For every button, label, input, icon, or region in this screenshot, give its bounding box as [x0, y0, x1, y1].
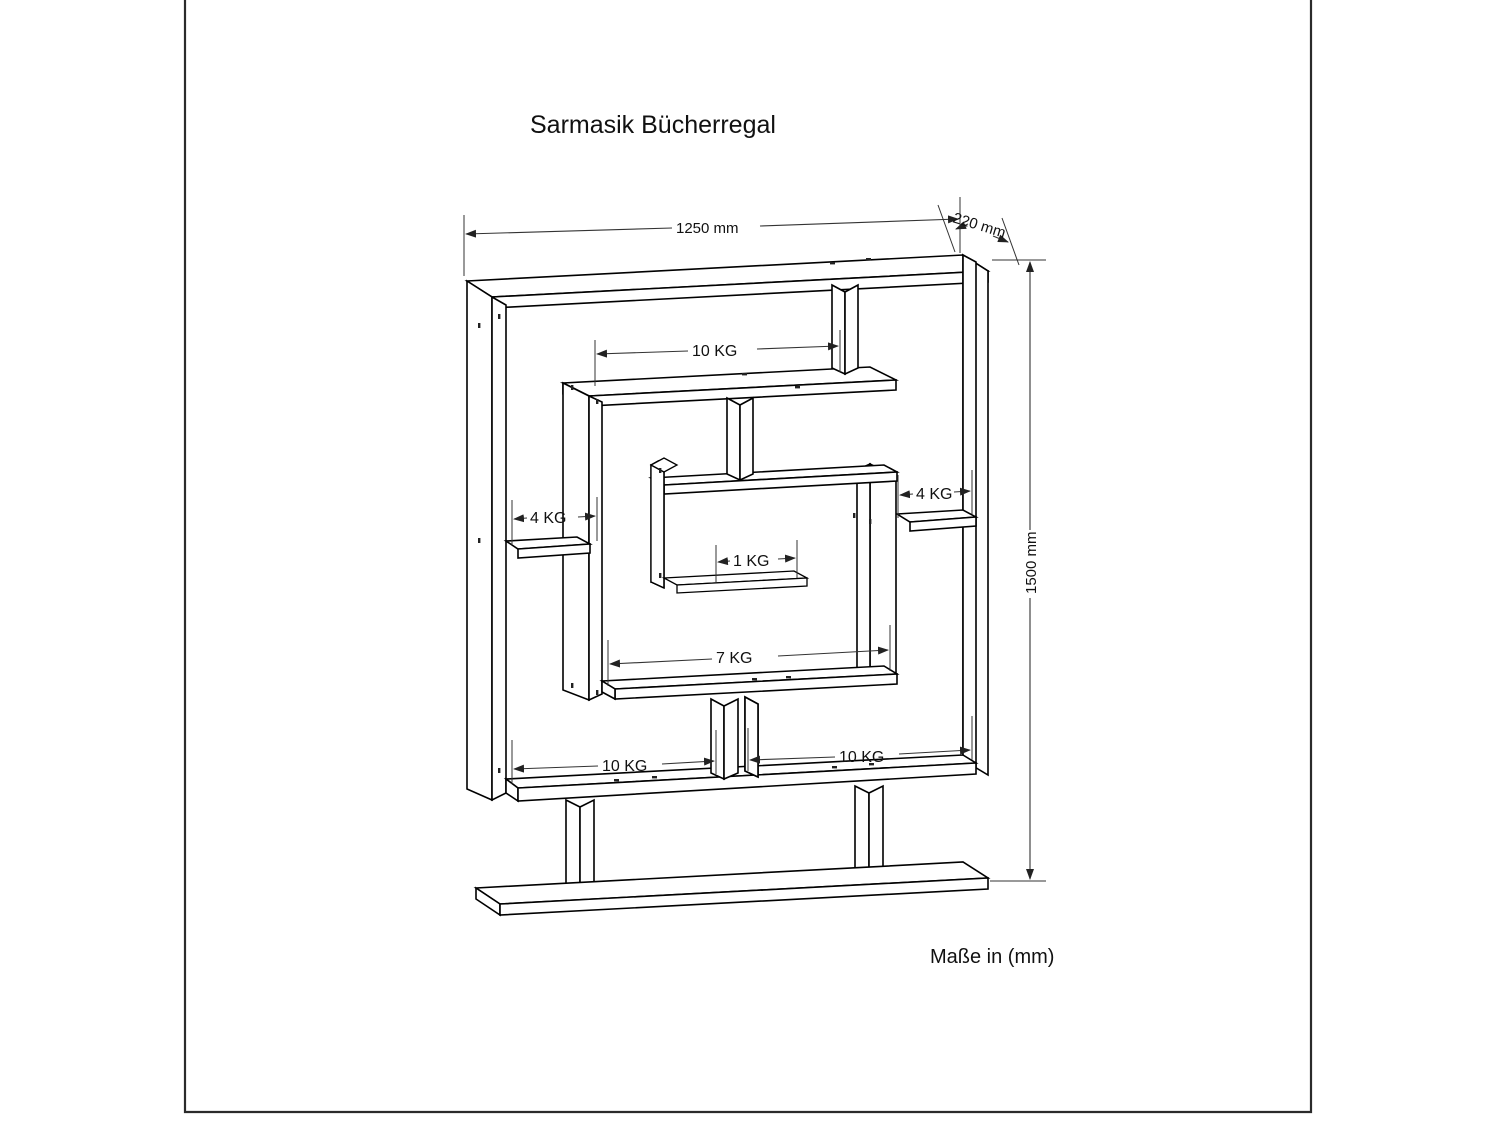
upper-right-divider-front: [831, 283, 846, 376]
load-label-upper-shelf: 10 KG: [594, 330, 841, 386]
plinth-front-edge: [499, 877, 989, 916]
page-border-frame: [183, 0, 1313, 1114]
bottom-shelf-front-band: [517, 762, 977, 802]
load-label-middle-left-text: 4 KG: [530, 510, 566, 527]
dimension-depth-label: 220 mm: [951, 210, 1008, 242]
small-box-frame-lines: [650, 472, 665, 589]
load-label-inner-large-text: 7 KG: [716, 650, 752, 667]
units-caption: Maße in (mm): [930, 946, 1054, 968]
dowel-markers: [478, 258, 874, 782]
mid-upper-divider-side: [739, 396, 754, 482]
load-label-middle-right-text: 4 KG: [916, 486, 952, 503]
left-side-panel-inner: [491, 295, 507, 802]
load-label-bottom-right: 10 KG: [747, 716, 973, 771]
mid-upper-divider-front: [726, 396, 741, 482]
load-label-center-small-text: 1 KG: [733, 553, 769, 570]
load-label-bottom-left-text: 10 KG: [602, 758, 647, 775]
inner-box-right-panel-face: [856, 462, 871, 678]
small-box-outer-left-face: [650, 463, 665, 590]
dimension-width-1250: 1250 mm: [463, 197, 961, 276]
dimension-height-label: 1500 mm: [1023, 531, 1040, 594]
small-box-bottom-shelf-band: [676, 577, 808, 594]
load-label-middle-right: 4 KG: [897, 470, 973, 518]
dimension-width-label: 1250 mm: [676, 220, 739, 237]
inner-box-right-panel-top: [869, 462, 897, 682]
inner-box-bottom-left-edge: [601, 679, 616, 701]
load-label-bottom-right-text: 10 KG: [839, 749, 884, 766]
page-title: Sarmasik Bücherregal: [530, 111, 776, 139]
load-label-upper-shelf-text: 10 KG: [692, 343, 737, 360]
middle-right-shelf-band: [909, 516, 977, 532]
load-label-middle-left: 4 KG: [511, 497, 598, 545]
bottom-divider-side: [723, 697, 739, 781]
base-leg-left-side: [579, 798, 595, 896]
bottom-divider-side-2: [744, 695, 759, 779]
base-leg-right-front: [854, 784, 870, 878]
bottom-divider-front: [710, 697, 725, 781]
upper-right-divider-side: [844, 283, 859, 376]
base-leg-right-side: [868, 784, 884, 878]
load-label-center-small: 1 KG: [715, 540, 798, 582]
dimension-height-1500: 1500 mm: [990, 259, 1046, 882]
load-label-bottom-left: 10 KG: [511, 730, 717, 784]
bookcase-illustration: [464, 253, 991, 917]
mid-box-left-panel-face: [588, 394, 603, 702]
load-label-inner-large: 7 KG: [607, 625, 891, 686]
base-leg-left-front: [565, 798, 581, 896]
middle-left-shelf-band: [517, 543, 591, 559]
